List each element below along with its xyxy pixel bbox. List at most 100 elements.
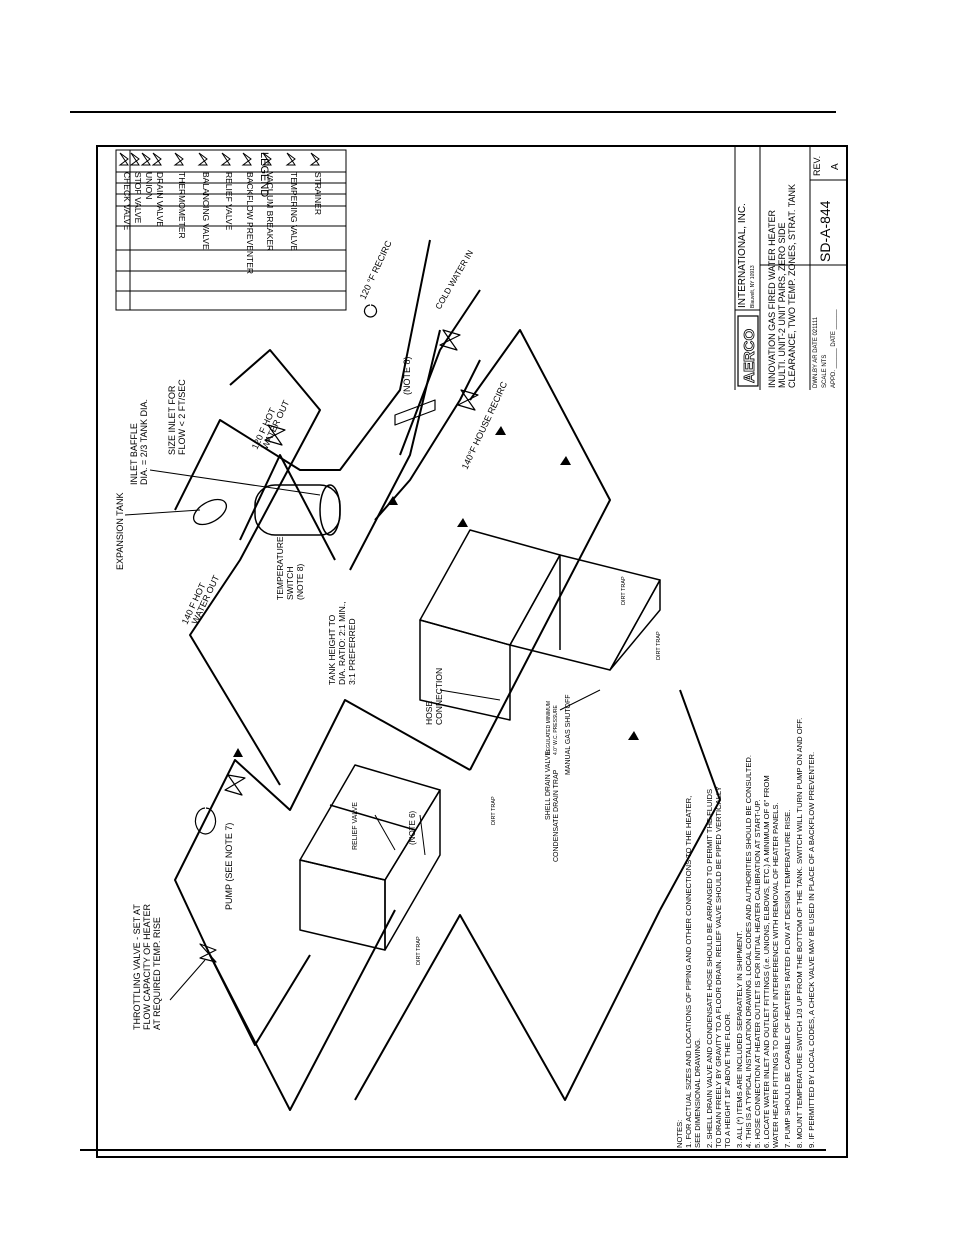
drawing-border	[96, 145, 848, 1158]
backflow-preventer-icon	[394, 399, 436, 426]
legend-item-label: CHECK VALVE	[122, 172, 132, 231]
cold-water-label: COLD WATER IN	[433, 248, 475, 311]
valve-symbols	[194, 304, 479, 963]
legend-item-label: BACKFLOW PREVENTER	[245, 172, 255, 274]
storage-tank	[254, 484, 341, 536]
drawing-title: MULTI. UNIT-2 UNIT PAIRS, ZERO SIDE	[777, 222, 787, 388]
legend-item-label: BALANCING VALVE	[201, 172, 211, 250]
drawing-number: SD-A-844	[817, 200, 833, 262]
tank-height-label: 3:1 PREFERRED	[347, 618, 357, 685]
expansion-tank	[192, 498, 228, 526]
regulated-pressure-label: REGULATED MINIMUM	[546, 701, 552, 755]
note-line: TO DRAIN FREELY BY GRAVITY TO A FLOOR DR…	[714, 786, 723, 1148]
relief-valve-label: RELIEF VALVE	[352, 802, 359, 850]
legend-title: LEGEND	[258, 152, 270, 197]
inlet-baffle-label: INLET BAFFLE	[129, 423, 139, 485]
company-address: Blauvelt, NY 10913	[750, 265, 756, 308]
check-valve-icon	[264, 424, 286, 446]
legend-item-label: STRAINER	[313, 172, 323, 215]
note-line: SEE DIMENSIONAL DRAWING.	[693, 1038, 702, 1148]
temp-switch-label: SWITCH	[285, 566, 295, 600]
tank-pipe	[174, 239, 431, 511]
leader-lines	[124, 469, 601, 1001]
shell-drain-label: SHELL DRAIN VALVE	[545, 751, 552, 820]
rev-label: REV.	[812, 156, 822, 176]
legend-item-label: DRAIN VALVE	[155, 172, 165, 227]
approved: APPD. ______ DATE ______	[831, 309, 837, 388]
note6-label: (NOTE 6)	[408, 810, 417, 845]
balancing-valve-icon	[197, 152, 208, 166]
union-icon	[140, 152, 151, 166]
throttling-valve-label: FLOW CAPACITY OF HEATER	[142, 903, 152, 1030]
piping-diagram	[124, 239, 721, 1111]
stop-valve-icon	[129, 152, 140, 166]
pump-label: PUMP (SEE NOTE 7)	[224, 823, 234, 910]
recirc-pipe	[349, 329, 441, 571]
recirc-120-label: 120 °F RECIRC	[358, 239, 394, 301]
logo-text: AERCO	[741, 328, 758, 383]
rev-value: A	[830, 163, 841, 170]
tank-height-label: DIA. RATIO: 2:1 MIN.,	[337, 602, 347, 685]
legend-item-label: TEMPERING VALVE	[289, 172, 299, 251]
note-line: 3. ALL (*) ITEMS ARE INCLUDED SEPARATELY…	[735, 931, 744, 1148]
hot-out-pipe	[239, 454, 336, 561]
drawing-title: INNOVATION GAS FIRED WATER HEATER	[767, 209, 777, 388]
heater-left	[299, 764, 441, 951]
temp-switch-label: (NOTE 8)	[295, 563, 305, 600]
gas-shutoff-label: MANUAL GAS SHUTOFF	[565, 694, 572, 775]
note-line: 1. FOR ACTUAL SIZES AND LOCATIONS OF PIP…	[684, 796, 693, 1148]
thermometer-icon	[363, 304, 378, 318]
house-recirc-label: 140°F HOUSE RECIRC	[460, 380, 510, 471]
scale: SCALE NTS	[822, 355, 828, 388]
flow-arrows	[233, 426, 639, 757]
note-line: 8. MOUNT TEMPERATURE SWITCH 1/3 UP FROM …	[795, 718, 804, 1148]
note-line: 2. SHELL DRAIN VALVE AND CONDENSATE HOSE…	[705, 789, 714, 1148]
stop-valve-icon	[224, 774, 246, 796]
note-line: 4. THIS IS A TYPICAL INSTALLATION DRAWIN…	[744, 755, 753, 1148]
legend-item-label: RELIEF VALVE	[224, 172, 234, 231]
relief-valve-icon	[220, 152, 231, 166]
backflow-preventer-icon	[241, 152, 252, 166]
legend-item-label: VACUUM BREAKER	[265, 172, 275, 251]
note-line: 6. LOCATE WATER INLET AND OUTLET FITTING…	[762, 775, 771, 1148]
inlet-baffle-label: DIA. = 2/3 TANK DIA.	[139, 399, 149, 485]
hose-connection-label: CONNECTION	[434, 668, 444, 725]
vacuum-breaker-icon	[261, 152, 272, 166]
note-line: 5. HOSE CONNECTION AT HEATER OUTLET IS F…	[753, 800, 762, 1148]
drawing-title: CLEARANCE, TWO TEMP. ZONES, STRAT. TANK	[787, 184, 797, 388]
dirt-trap-label: DIRT TRAP	[491, 796, 497, 825]
cold-pipe	[399, 289, 481, 456]
bottom-pipe	[354, 909, 661, 1101]
top-rule	[70, 111, 836, 113]
drawn-by: DWN.BY AR DATE 021111	[813, 316, 819, 388]
note-line: TO A HEIGHT 18" ABOVE THE FLOOR.	[723, 1012, 732, 1148]
legend-item-label: THERMOMETER	[177, 172, 187, 239]
left-loop-pipe-2	[174, 699, 471, 956]
condensate-label: CONDENSATE DRAIN TRAP	[553, 769, 560, 862]
dirt-trap-label: DIRT TRAP	[656, 631, 662, 660]
note-line: 9. IF PERMITTED BY LOCAL CODES, A CHECK …	[807, 752, 816, 1148]
size-inlet-label: SIZE INLET FOR	[167, 385, 177, 455]
legend-item-label: STOP VALVE	[133, 172, 143, 224]
throttling-valve-icon	[199, 943, 217, 963]
stop-valve-icon	[457, 389, 479, 411]
right-pipe	[659, 689, 721, 911]
temp-switch-label: TEMPERATURE	[275, 536, 285, 600]
title-block: AERCO	[734, 146, 847, 390]
throttling-valve-label: AT REQUIRED TEMP. RISE	[152, 917, 162, 1030]
mid-pipe	[209, 954, 311, 1046]
size-inlet-label: FLOW < 2 FT/SEC	[177, 379, 187, 455]
tank-height-label: TANK HEIGHT TO	[327, 614, 337, 685]
throttling-valve-label: THROTTLING VALVE - SET AT	[132, 904, 142, 1030]
notes: NOTES:1. FOR ACTUAL SIZES AND LOCATIONS …	[675, 718, 816, 1148]
dirt-trap-label: DIRT TRAP	[621, 576, 627, 605]
main-riser	[469, 329, 611, 771]
heater-right	[419, 529, 661, 721]
stop-valve-icon	[439, 329, 461, 351]
expansion-tank-label: EXPANSION TANK	[115, 492, 125, 570]
legend: LEGEND	[115, 149, 347, 311]
